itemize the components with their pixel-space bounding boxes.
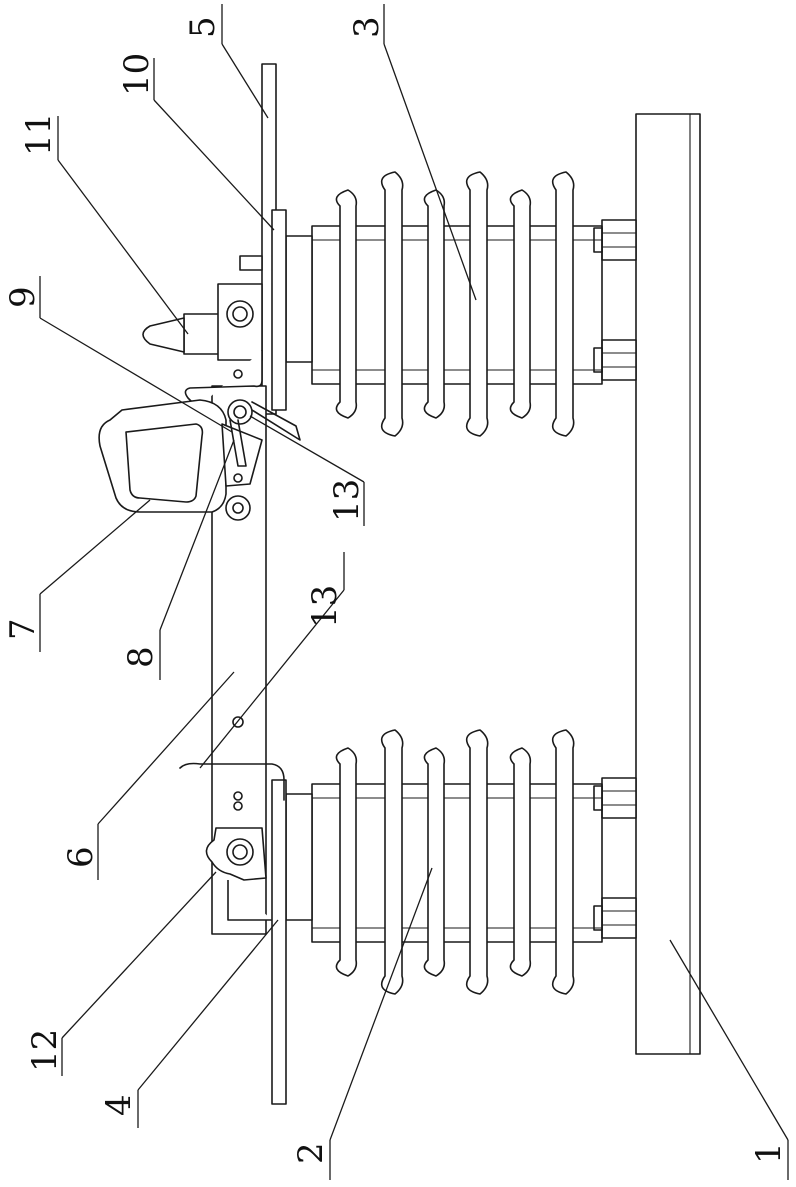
- label-2: 2: [291, 1142, 331, 1164]
- label-3: 3: [347, 16, 387, 38]
- label-12: 12: [25, 1029, 65, 1072]
- label-10: 10: [117, 53, 157, 96]
- label-8: 8: [121, 646, 161, 668]
- insulator-2: [286, 730, 602, 994]
- label-5: 5: [183, 16, 223, 38]
- label-4: 4: [99, 1094, 139, 1116]
- base-bolts: [594, 220, 636, 938]
- label-13-lower: 13: [305, 585, 345, 628]
- base-plate: [636, 114, 700, 1054]
- label-9: 9: [3, 286, 43, 308]
- label-1: 1: [749, 1142, 789, 1164]
- label-13-upper: 13: [327, 479, 367, 522]
- terminal-plate-4: [272, 780, 286, 1104]
- label-6: 6: [61, 846, 101, 868]
- terminal-plate-5: [262, 64, 286, 414]
- leader-lines: [40, 4, 788, 1180]
- label-11: 11: [19, 113, 59, 156]
- label-7: 7: [3, 618, 43, 640]
- fixed-contact-11: [143, 256, 262, 408]
